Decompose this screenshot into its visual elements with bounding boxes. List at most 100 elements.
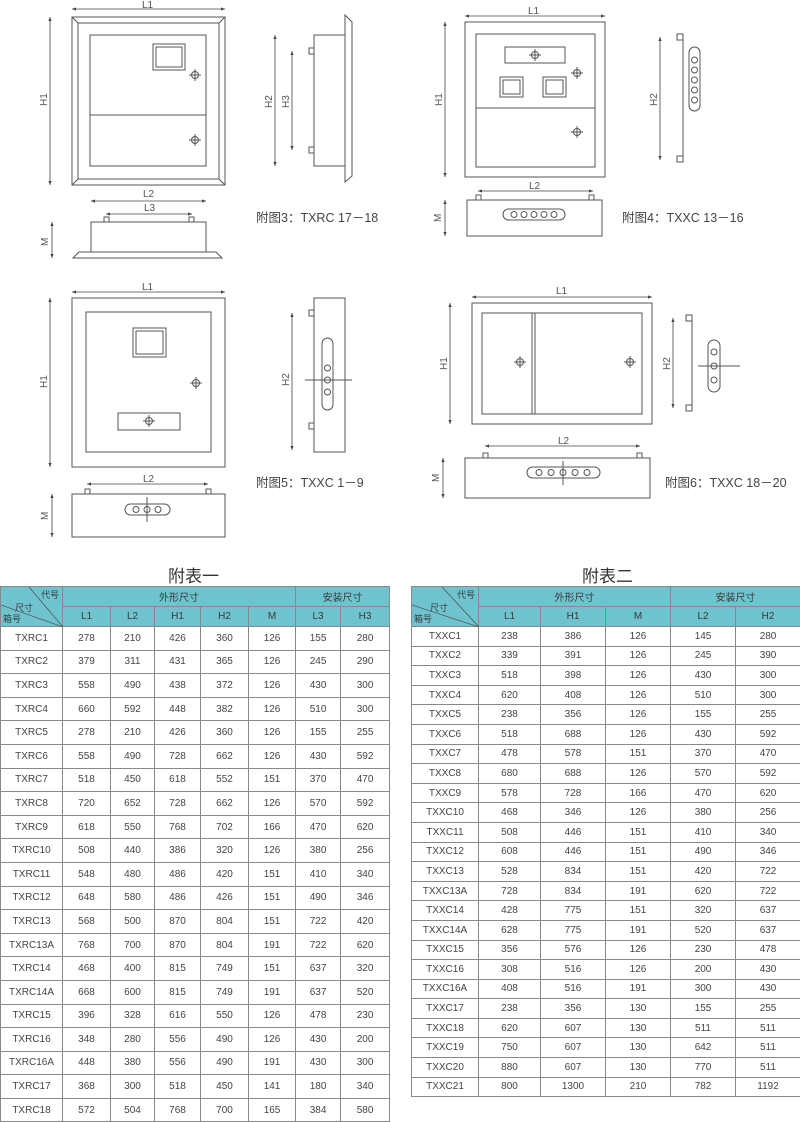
value-cell: 478 [296,1004,341,1028]
value-cell: 280 [341,627,390,651]
value-cell: 126 [606,764,671,784]
model-cell: TXRC2 [1,650,63,674]
side-view [677,34,700,162]
value-cell: 468 [63,957,111,981]
value-cell: 510 [671,685,736,705]
lock-icon [190,377,202,389]
value-cell: 356 [479,940,541,960]
lock-icon [189,134,201,146]
bottom-view [72,489,225,537]
value-cell: 607 [541,1018,606,1038]
value-cell: 320 [671,901,736,921]
model-cell: TXXC18 [412,1018,479,1038]
figure-caption: 附图5：TXXC 1－9 [256,476,364,490]
value-cell: 800 [479,1077,541,1097]
value-cell: 680 [479,764,541,784]
value-cell: 775 [541,901,606,921]
dim-label: L2 [529,181,541,192]
value-cell: 126 [249,1028,296,1052]
value-cell: 620 [736,783,800,803]
value-cell: 578 [479,783,541,803]
value-cell: 408 [541,685,606,705]
value-cell: 391 [541,646,606,666]
value-cell: 815 [155,957,201,981]
model-cell: TXXC5 [412,705,479,725]
value-cell: 311 [111,650,155,674]
value-cell: 430 [296,674,341,698]
value-cell: 518 [63,768,111,792]
model-cell: TXXC10 [412,803,479,823]
value-cell: 238 [479,627,541,647]
value-cell: 256 [736,803,800,823]
dim-label: H1 [39,375,50,388]
value-cell: 430 [296,1028,341,1052]
value-cell: 151 [249,886,296,910]
column-header: L2 [111,607,155,627]
model-cell: TXXC14A [412,920,479,940]
value-cell: 520 [341,980,390,1004]
value-cell: 511 [671,1018,736,1038]
value-cell: 166 [606,783,671,803]
dim-label: M [433,214,444,222]
value-cell: 151 [249,862,296,886]
value-cell: 426 [155,721,201,745]
value-cell: 130 [606,1018,671,1038]
value-cell: 486 [155,862,201,886]
value-cell: 749 [201,980,249,1004]
value-cell: 607 [541,1058,606,1078]
value-cell: 637 [736,901,800,921]
column-header: L2 [671,607,736,627]
value-cell: 470 [296,815,341,839]
figure-caption: 附图3：TXRC 17－18 [256,211,378,225]
value-cell: 578 [541,744,606,764]
value-cell: 568 [63,910,111,934]
value-cell: 1192 [736,1077,800,1097]
value-cell: 618 [155,768,201,792]
value-cell: 470 [341,768,390,792]
value-cell: 580 [341,1098,390,1122]
value-cell: 490 [671,842,736,862]
value-cell: 126 [606,685,671,705]
value-cell: 804 [201,910,249,934]
model-cell: TXXC14 [412,901,479,921]
figure-caption: 附图4：TXXC 13－16 [622,211,744,225]
model-cell: TXXC16 [412,960,479,980]
value-cell: 126 [249,744,296,768]
value-cell: 126 [606,627,671,647]
value-cell: 592 [341,792,390,816]
value-cell: 126 [249,1004,296,1028]
value-cell: 722 [296,933,341,957]
value-cell: 516 [541,960,606,980]
value-cell: 320 [201,839,249,863]
column-header: H2 [201,607,249,627]
value-cell: 700 [201,1098,249,1122]
lock-icon [514,356,526,368]
lock-icon [571,67,583,79]
value-cell: 768 [63,933,111,957]
value-cell: 420 [201,862,249,886]
value-cell: 126 [249,839,296,863]
value-cell: 834 [541,881,606,901]
model-cell: TXXC21 [412,1077,479,1097]
value-cell: 126 [249,697,296,721]
value-cell: 410 [296,862,341,886]
value-cell: 290 [341,650,390,674]
value-cell: 365 [201,650,249,674]
value-cell: 278 [63,627,111,651]
value-cell: 528 [479,862,541,882]
